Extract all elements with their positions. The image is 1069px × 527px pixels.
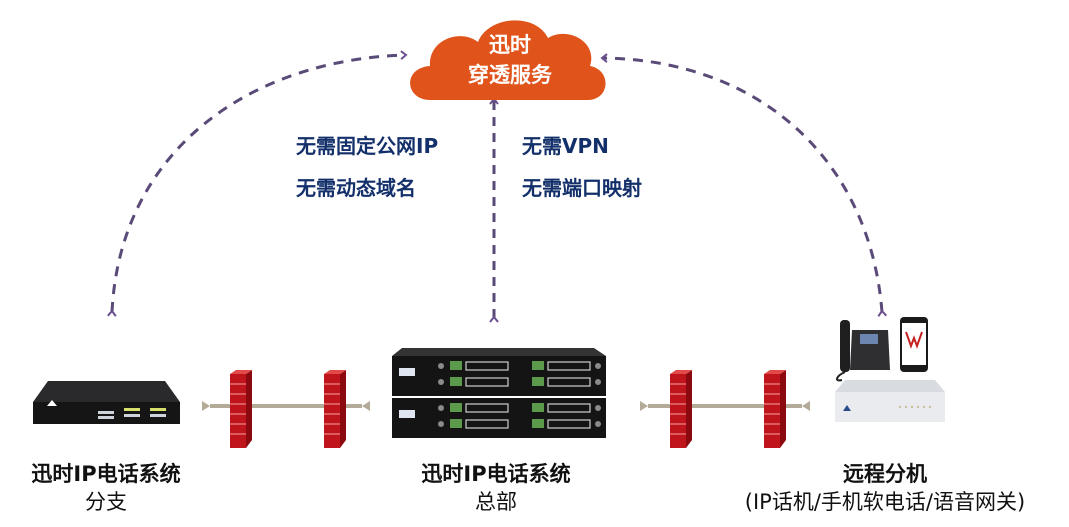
branch-device-icon xyxy=(33,381,180,424)
remote-title: 远程分机 xyxy=(843,462,927,486)
cloud-subtitle: 穿透服务 xyxy=(468,63,552,87)
remote-subtitle: (IP话机/手机软电话/语音网关) xyxy=(744,490,1026,514)
hq-title: 迅时IP电话系统 xyxy=(421,462,571,486)
cloud-label: 迅时 穿透服务 xyxy=(430,30,590,90)
cloud-icon xyxy=(410,20,606,100)
firewall-icon xyxy=(324,370,346,448)
dashed-link-remote-cloud xyxy=(600,53,888,317)
branch-subtitle: 分支 xyxy=(85,490,127,514)
voice-gateway-icon xyxy=(835,380,945,422)
feature-no-port-mapping: 无需端口映射 xyxy=(522,176,642,200)
firewall-icon xyxy=(670,370,692,448)
firewall-icon xyxy=(764,370,786,448)
feature-no-vpn: 无需VPN xyxy=(522,134,609,158)
ip-phone-icon xyxy=(836,320,890,382)
feature-no-fixed-ip: 无需固定公网IP xyxy=(296,134,439,158)
cloud-title: 迅时 xyxy=(489,33,531,57)
branch-title: 迅时IP电话系统 xyxy=(31,462,181,486)
feature-no-ddns: 无需动态域名 xyxy=(296,176,416,200)
hq-device-icon xyxy=(392,348,606,438)
hq-subtitle: 总部 xyxy=(475,490,517,514)
firewall-icon xyxy=(230,370,252,448)
dashed-link-branch-cloud xyxy=(107,50,408,317)
smartphone-icon xyxy=(900,317,928,372)
